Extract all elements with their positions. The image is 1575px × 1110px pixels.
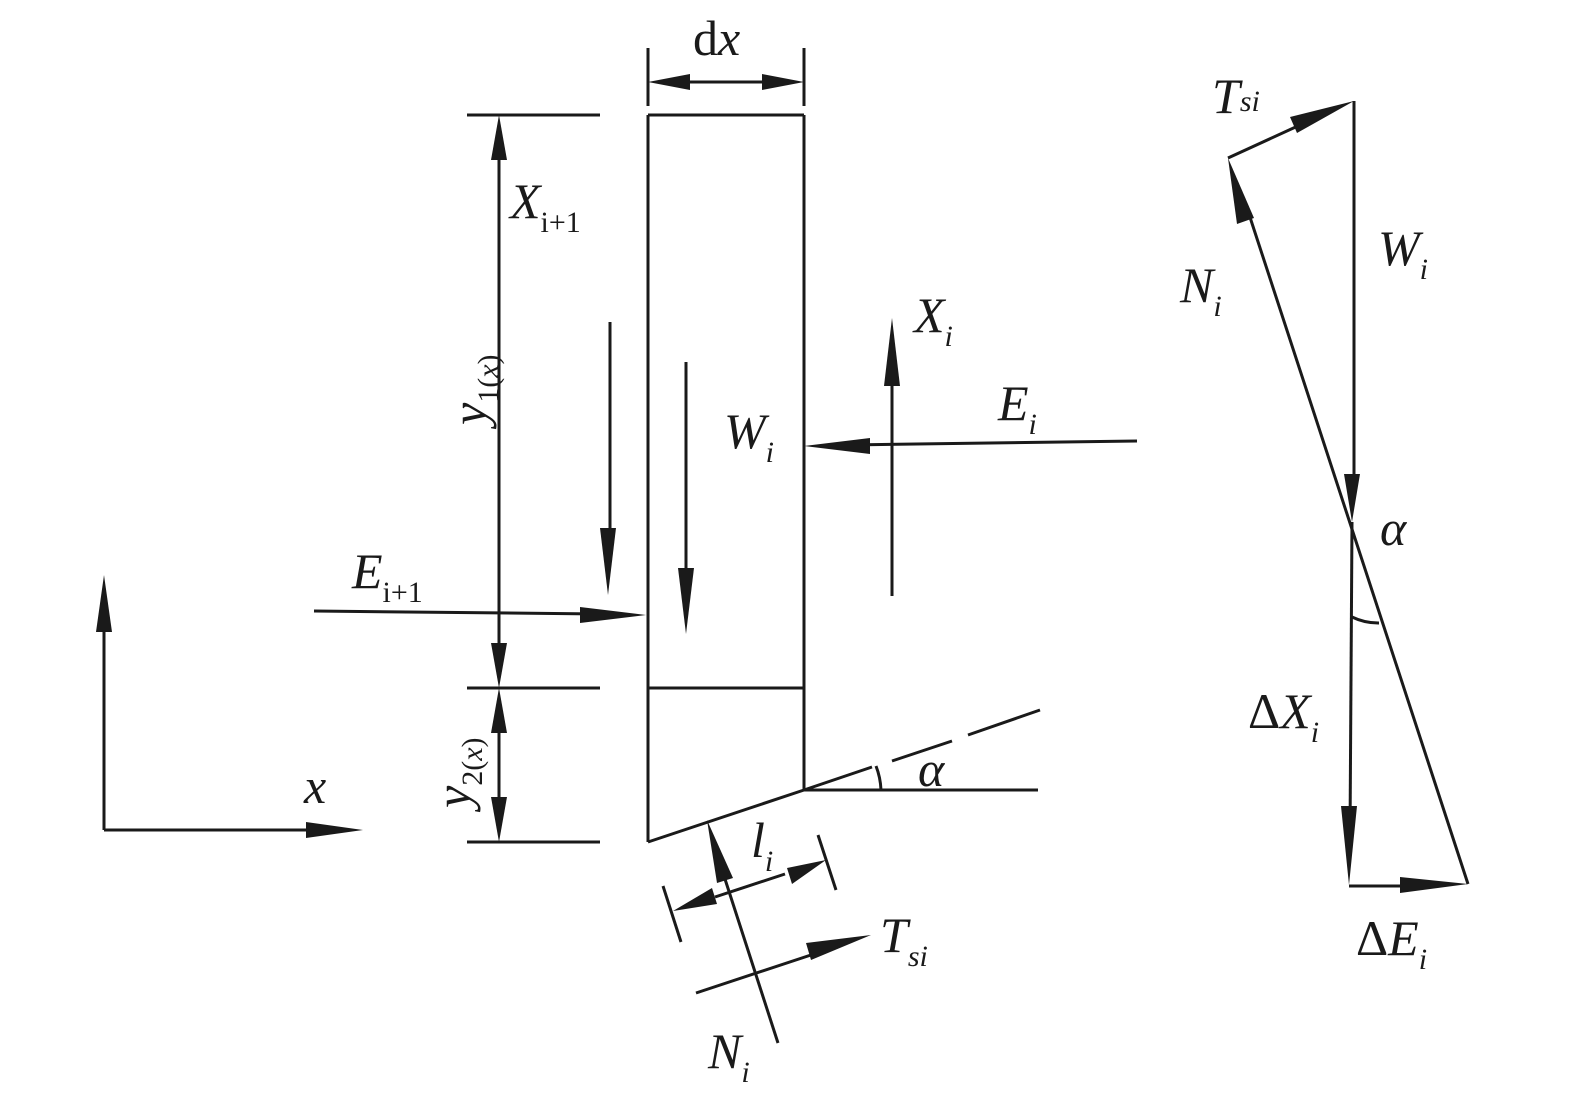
- li-dimension: [661, 834, 838, 943]
- dx-dimension: dx: [646, 10, 806, 106]
- force-tsi-base: [695, 935, 871, 995]
- poly-dei-arrow: [1400, 877, 1468, 893]
- ei-arrow-head: [804, 438, 870, 454]
- y1-arrow-bottom: [491, 643, 507, 688]
- height-dimensions: y1(x) y2(x): [425, 113, 600, 844]
- dx-arrow-left: [648, 74, 690, 90]
- xi-label: Xi: [912, 287, 953, 353]
- weight-arrows: [600, 322, 694, 634]
- dx-arrow-right: [762, 74, 804, 90]
- ei1-arrow-head: [580, 607, 646, 623]
- y2-arrow-bottom: [491, 797, 507, 842]
- y1x-label: y1(x): [441, 354, 505, 430]
- poly-tsi-arrow: [1290, 101, 1354, 133]
- y1-arrow-top: [491, 115, 507, 160]
- li-arrow-left: [673, 888, 717, 911]
- ni-base-arrow-head: [707, 820, 733, 883]
- force-polygon: [1227, 101, 1470, 893]
- ni-base-label: Ni: [707, 1023, 750, 1089]
- xi-arrow-head: [884, 318, 900, 386]
- tsi-base-arrow-head: [806, 935, 871, 960]
- xi1-label: Xi+1: [508, 173, 581, 239]
- slice-base-line: [647, 788, 805, 844]
- poly-ni-label: Ni: [1179, 257, 1222, 323]
- x-axis-arrow: [306, 822, 363, 838]
- force-ei1: [313, 607, 646, 623]
- y2-arrow-top: [491, 688, 507, 733]
- y-axis-arrow: [96, 575, 112, 632]
- coordinate-axes: [96, 575, 363, 838]
- poly-tsi-line: [1227, 123, 1301, 160]
- svg-text:dx: dx: [693, 10, 740, 66]
- poly-ni-line: [1244, 204, 1470, 885]
- li-arrow-right: [787, 860, 826, 884]
- force-ei: [804, 438, 1138, 454]
- poly-alpha-arc: [1351, 615, 1380, 625]
- poly-alpha-label: α: [1380, 500, 1408, 556]
- y2x-label: y2(x): [425, 737, 489, 813]
- poly-dxi-arrow: [1341, 806, 1357, 885]
- force-xi: [884, 318, 900, 596]
- poly-tsi-label: Tsi: [1212, 68, 1260, 124]
- slice-body: [646, 113, 806, 844]
- x-axis-label: x: [303, 758, 326, 814]
- poly-dxi-label: ΔXi: [1248, 683, 1319, 749]
- weight-arrow-center-head: [678, 568, 694, 634]
- slip-surface: [803, 708, 1041, 792]
- wi-label: Wi: [724, 403, 774, 469]
- li-label: li: [751, 812, 773, 878]
- alpha-arc-base: [874, 765, 883, 791]
- dx-label-x: x: [717, 10, 740, 66]
- poly-dei-label: ΔEi: [1356, 910, 1427, 976]
- ei1-label: Ei+1: [351, 543, 423, 609]
- alpha-label-base: α: [918, 741, 946, 797]
- poly-dxi-line: [1348, 521, 1354, 837]
- poly-wi-arrow: [1344, 474, 1360, 522]
- force-ni-base: [707, 820, 780, 1044]
- weight-arrow-left-head: [600, 528, 616, 595]
- poly-ni-arrow: [1228, 158, 1254, 224]
- ei-label: Ei: [997, 375, 1037, 441]
- tsi-base-label: Tsi: [880, 907, 928, 973]
- dx-label-d: d: [693, 10, 718, 66]
- poly-wi-label: Wi: [1378, 220, 1428, 286]
